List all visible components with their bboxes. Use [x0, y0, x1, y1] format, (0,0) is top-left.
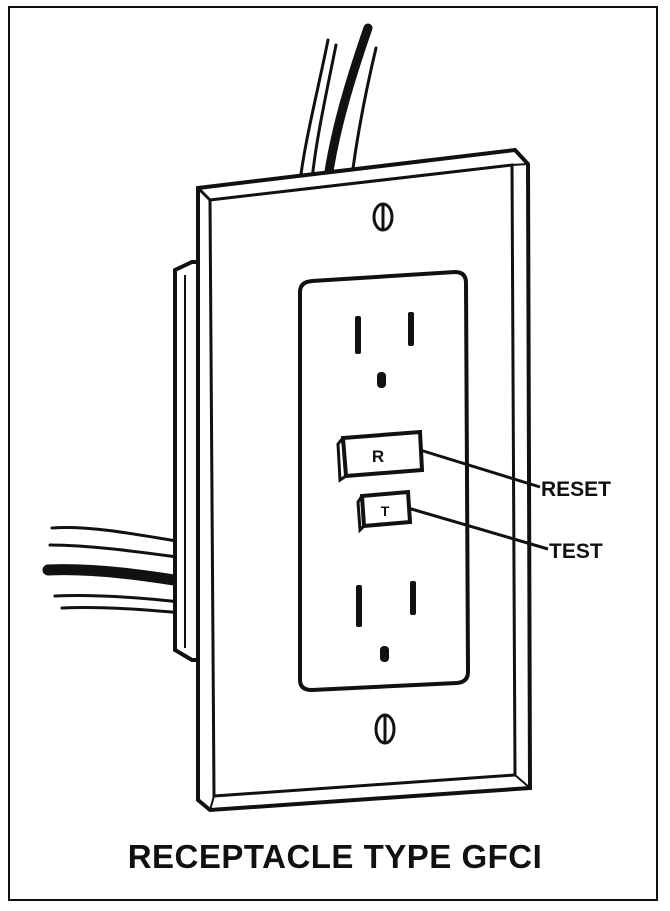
- test-button-letter: T: [381, 503, 390, 519]
- bottom-screw: [376, 715, 394, 743]
- receptacle-face: [300, 272, 468, 690]
- top-screw: [374, 204, 392, 230]
- test-label: TEST: [549, 540, 603, 564]
- top-wires: [300, 28, 376, 182]
- figure-caption: RECEPTACLE TYPE GFCI: [0, 838, 670, 876]
- reset-label: RESET: [541, 478, 611, 502]
- reset-button: R: [338, 432, 422, 480]
- reset-button-letter: R: [372, 447, 384, 466]
- test-button: T: [358, 492, 410, 530]
